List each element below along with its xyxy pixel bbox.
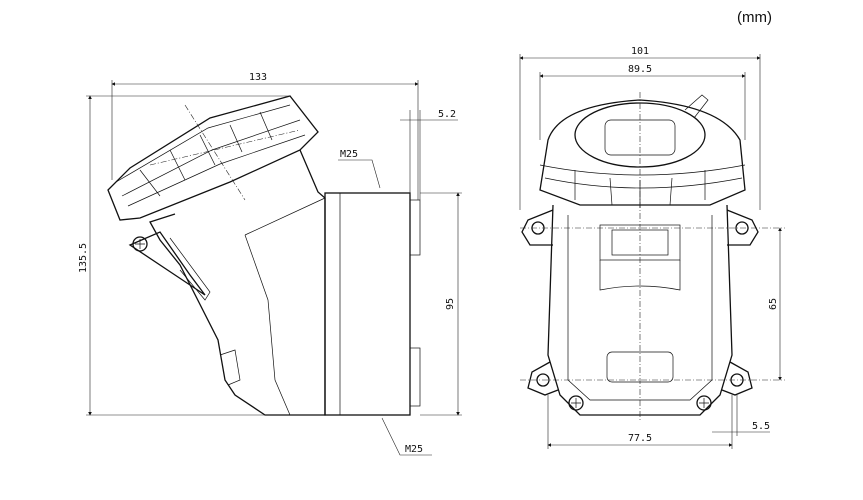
dim-height: 135.5 — [78, 243, 89, 273]
dim-overall-width: 101 — [631, 46, 649, 57]
socket-head — [107, 95, 319, 221]
thread-top-label: M25 — [340, 149, 358, 160]
dim-mount-spacing: 65 — [768, 298, 779, 310]
dim-hole-offset: 5.5 — [752, 421, 770, 432]
side-view: 133 135.5 5.2 M25 95 M25 — [78, 72, 462, 456]
front-view: 101 89.5 65 77.5 5.5 — [519, 46, 785, 449]
dim-offset: 5.2 — [438, 109, 456, 120]
socket-cap — [539, 99, 746, 206]
dim-width: 133 — [249, 72, 267, 83]
dim-body-height: 95 — [445, 298, 456, 310]
dim-base-width: 77.5 — [628, 433, 652, 444]
screw-icon — [568, 395, 584, 411]
thread-bottom-label: M25 — [405, 444, 423, 455]
unit-label: (mm) — [737, 9, 772, 26]
dim-inner-width: 89.5 — [628, 64, 652, 75]
screw-icon — [696, 395, 712, 411]
screw-icon — [132, 236, 148, 252]
